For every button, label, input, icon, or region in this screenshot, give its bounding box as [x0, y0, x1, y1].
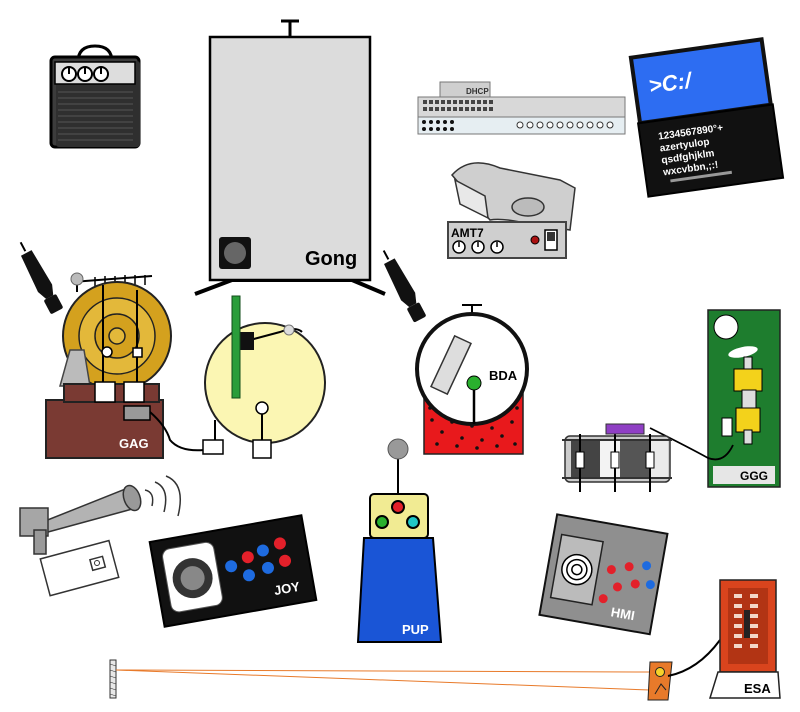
laptop-terminal-icon: >C:/ 1234567890°+ azertyulop qsdfghjklm …: [628, 37, 785, 198]
gong-device: Gong: [194, 19, 386, 296]
amplifier-icon: [49, 44, 141, 149]
bda-label: BDA: [489, 368, 518, 383]
pup-device: PUP: [356, 438, 443, 643]
ggg-label: GGG: [740, 469, 768, 483]
esa-label: ESA: [744, 681, 771, 696]
hmi-panel: HMI: [538, 513, 669, 636]
pup-label: PUP: [402, 622, 429, 637]
dhcp-label: DHCP: [466, 87, 489, 96]
flashlight-right-icon: [382, 250, 426, 323]
gag-cable: [149, 411, 205, 452]
gag-device: GAG: [45, 272, 172, 459]
pendulum-hub-device: [202, 295, 326, 459]
esa-device: ESA: [708, 579, 781, 699]
amt7-label: AMT7: [451, 226, 484, 240]
joy-controller: JOY: [148, 514, 318, 628]
joy-label: JOY: [273, 579, 302, 598]
terminal-prompt: >C:/: [647, 67, 695, 98]
flashlight-left-icon: [19, 241, 63, 314]
dhcp-switch-icon: DHCP: [417, 81, 626, 135]
horn-speaker-icon: [19, 475, 181, 597]
bda-device: BDA: [415, 304, 529, 455]
hmi-label: HMI: [610, 604, 636, 623]
laser-beam: [109, 639, 721, 701]
gag-label: GAG: [119, 436, 149, 451]
amt7-amplifier-horn: AMT7: [447, 162, 576, 259]
gong-label: Gong: [305, 248, 357, 270]
ggg-device: GGG: [562, 309, 781, 492]
